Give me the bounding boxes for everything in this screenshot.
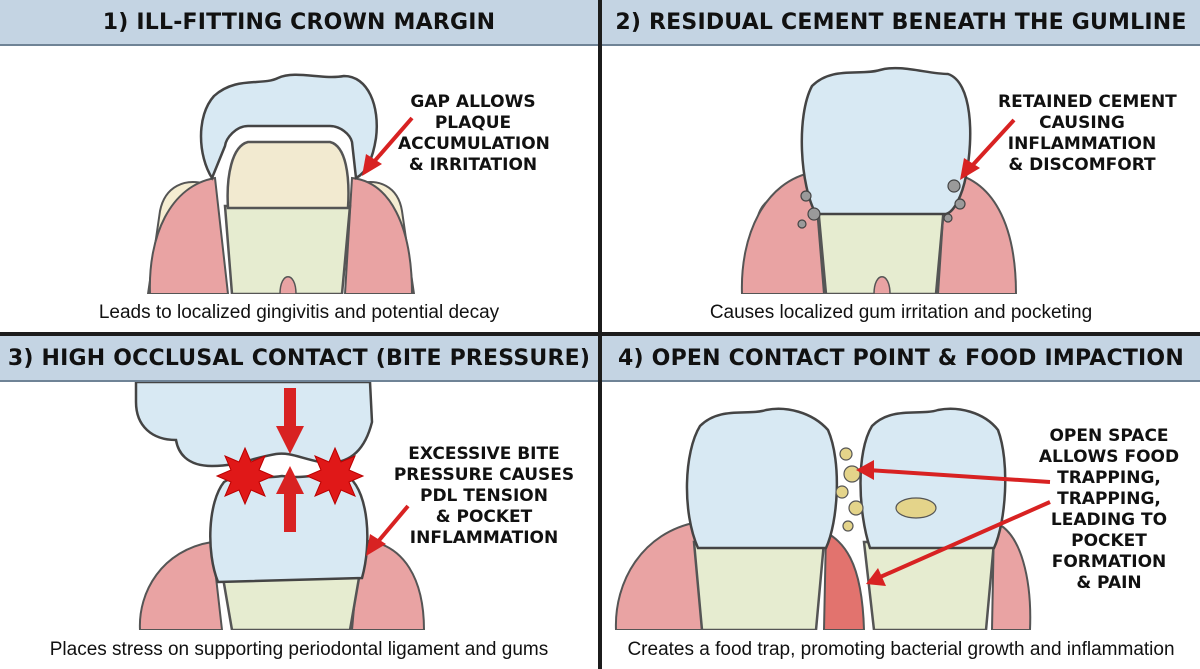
red-arrow-head <box>366 534 386 556</box>
panel-title: 1) ILL-FITTING CROWN MARGIN <box>102 9 496 35</box>
panel-caption: Creates a food trap, promoting bacterial… <box>627 639 1175 660</box>
occlusal-contact-illustration <box>134 382 426 630</box>
callout-line: POCKET <box>1071 531 1147 551</box>
gum-left <box>614 520 708 630</box>
crown-margin-illustration <box>146 73 416 294</box>
red-arrow-head <box>866 568 886 586</box>
gum-left <box>148 176 230 294</box>
panel-title: 4) OPEN CONTACT POINT & FOOD IMPACTION <box>618 345 1184 371</box>
red-arrow-head <box>960 158 980 180</box>
panel-title: 2) RESIDUAL CEMENT BENEATH THE GUMLINE <box>615 9 1187 35</box>
horizontal-divider <box>0 332 1200 336</box>
callout-line: TRAPPING, <box>1057 468 1161 488</box>
callout-line: INFLAMMATION <box>1007 134 1157 154</box>
callout-line: PLAQUE <box>434 113 512 133</box>
panel-header: 4) OPEN CONTACT POINT & FOOD IMPACTION <box>602 336 1200 382</box>
callout-line: CAUSING <box>1039 113 1125 133</box>
callout-text: OPEN SPACE ALLOWS FOOD TRAPPING, TRAPPIN… <box>1036 426 1182 594</box>
callout-text: EXCESSIVE BITE PRESSURE CAUSES PDL TENSI… <box>386 444 582 549</box>
panel-residual-cement: 2) RESIDUAL CEMENT BENEATH THE GUMLINE <box>602 0 1200 332</box>
red-arrow-icon <box>374 504 410 546</box>
prepared-core <box>226 140 350 210</box>
callout-line: & POCKET <box>435 507 533 527</box>
cement-deposits <box>797 179 966 229</box>
callout-line: ACCUMULATION <box>398 134 550 154</box>
callout-line: ALLOWS FOOD <box>1038 447 1180 467</box>
crown-cap <box>199 73 378 181</box>
panel-header: 3) HIGH OCCLUSAL CONTACT (BITE PRESSURE) <box>0 336 598 382</box>
callout-line: PDL TENSION <box>419 486 548 506</box>
tooth-root-left <box>692 540 826 630</box>
root-canal <box>873 276 891 294</box>
panel-crown-margin: 1) ILL-FITTING CROWN MARGIN GAP ALLOWS P… <box>0 0 598 332</box>
residual-cement-illustration <box>740 66 1018 294</box>
callout-line: & DISCOMFORT <box>1008 155 1156 175</box>
callout-line: FORMATION <box>1051 552 1167 572</box>
callout-line: PRESSURE CAUSES <box>393 465 575 485</box>
panel-high-occlusal-contact: 3) HIGH OCCLUSAL CONTACT (BITE PRESSURE) <box>0 336 598 669</box>
gum-papilla <box>822 530 866 630</box>
callout-line: INFLAMMATION <box>409 528 559 548</box>
red-arrow-icon <box>867 468 1051 484</box>
callout-text: GAP ALLOWS PLAQUE ACCUMULATION & IRRITAT… <box>398 92 550 176</box>
callout-line: GAP ALLOWS <box>410 92 536 112</box>
open-contact-illustration <box>614 407 1051 630</box>
red-arrow-head <box>276 466 304 494</box>
gum-left <box>138 540 224 630</box>
callout-line: OPEN SPACE <box>1049 426 1169 446</box>
panel-caption: Leads to localized gingivitis and potent… <box>98 302 500 323</box>
crown <box>800 66 972 216</box>
red-arrow-head <box>276 426 304 454</box>
root-canal <box>279 276 297 294</box>
panel-title: 3) HIGH OCCLUSAL CONTACT (BITE PRESSURE) <box>7 345 591 371</box>
crown-left <box>685 407 839 550</box>
callout-line: EXCESSIVE BITE <box>408 444 560 464</box>
red-starburst-icon <box>305 446 365 506</box>
callout-line: LEADING TO <box>1050 510 1168 530</box>
red-arrow-icon <box>877 500 1051 580</box>
food-particles <box>835 447 937 532</box>
gum-right <box>343 176 414 294</box>
red-arrow-icon <box>968 118 1016 170</box>
red-arrow-head <box>856 460 874 480</box>
callout-text: RETAINED CEMENT CAUSING INFLAMMATION & D… <box>998 92 1177 176</box>
panel-header: 2) RESIDUAL CEMENT BENEATH THE GUMLINE <box>602 0 1200 46</box>
callout-line: & IRRITATION <box>408 155 538 175</box>
panel-header: 1) ILL-FITTING CROWN MARGIN <box>0 0 598 46</box>
red-starburst-icon <box>215 446 275 506</box>
callout-line: RETAINED CEMENT <box>998 92 1177 112</box>
panel-open-contact: 4) OPEN CONTACT POINT & FOOD IMPACTION O… <box>602 336 1200 669</box>
callout-line: TRAPPING, <box>1057 489 1161 509</box>
red-arrow-icon <box>370 116 414 166</box>
panel-caption: Causes localized gum irritation and pock… <box>709 302 1093 323</box>
callout-line: & PAIN <box>1076 573 1142 593</box>
panel-caption: Places stress on supporting periodontal … <box>49 639 549 660</box>
crown-right <box>859 407 1007 550</box>
red-arrow-head <box>362 154 382 176</box>
